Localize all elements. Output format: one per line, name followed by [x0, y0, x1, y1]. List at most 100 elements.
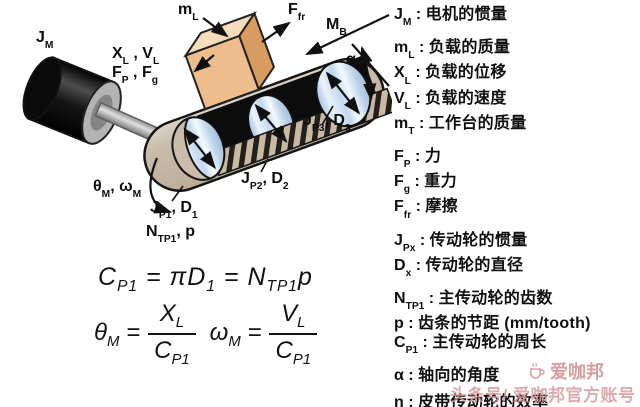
legend-colon: :	[415, 231, 430, 249]
legend-item: JPx : 传动轮的惯量	[394, 231, 640, 256]
legend-symbol: α	[394, 367, 404, 385]
diameter-arrow-d2	[254, 103, 288, 144]
formula-omega-fraction: VL CP1	[269, 300, 318, 369]
legend-symbol: FP	[394, 147, 411, 171]
legend-colon: :	[410, 89, 426, 107]
load-box	[183, 11, 276, 111]
legend-desc: 主传动轮的周长	[432, 334, 547, 352]
belt-assembly	[143, 11, 392, 192]
watermark-account: 头条号/ 爱咖邦官方账号	[450, 386, 636, 405]
legend-colon: :	[411, 256, 426, 274]
motor-back-cap	[22, 56, 62, 121]
legend-colon: :	[410, 173, 425, 191]
force-leader-arrow	[193, 54, 215, 73]
legend-symbol: p	[394, 315, 404, 333]
legend-symbol: JM	[394, 6, 412, 29]
legend-desc: 齿条的节距 (mm/tooth)	[418, 315, 591, 333]
formula-circumference: CP1 = πD1 = NTP1p	[98, 263, 313, 295]
formula-theta-fraction: XL CP1	[148, 300, 196, 369]
legend-item: JM : 电机的惯量	[394, 5, 640, 30]
ffr-arrow	[261, 21, 291, 43]
legend-item: η : 皮带传动轮的效率	[394, 393, 640, 407]
watermark-logo: 爱咖邦	[527, 358, 604, 384]
jp1-leader	[171, 185, 184, 202]
formula-omega-numerator: VL	[281, 300, 306, 331]
legend-item: CP1 : 主传动轮的周长	[394, 333, 640, 358]
legend-colon: :	[410, 64, 426, 82]
label-jp3-d3: JP3, D3	[303, 112, 351, 135]
annotation-arrows	[149, 14, 390, 214]
mb-arrow	[305, 14, 390, 55]
legend-desc: 重力	[424, 173, 457, 191]
label-jm: JM	[36, 29, 54, 52]
rotation-arrow	[149, 157, 173, 214]
legend-item: mT : 工作台的质量	[394, 114, 640, 139]
jp3-leader	[321, 105, 334, 126]
legend-desc: 电机的惯量	[425, 6, 508, 23]
legend-desc: 传动轮的惯量	[429, 231, 528, 249]
formula-omega-lhs: ωM =	[209, 318, 262, 350]
legend-colon: :	[414, 39, 429, 57]
legend-desc: 传动轮的直径	[425, 256, 524, 274]
legend-symbol: mL	[394, 39, 415, 62]
legend-colon: :	[403, 315, 418, 333]
legend-symbol: Ffr	[394, 198, 412, 221]
legend-colon: :	[411, 198, 426, 216]
legend-colon: :	[403, 367, 419, 385]
legend-desc: 摩擦	[425, 198, 459, 216]
legend-symbol: Dx	[394, 256, 412, 279]
legend-item: VL : 负载的速度	[394, 89, 640, 114]
label-mb: MB	[326, 16, 347, 39]
legend-item: p : 齿条的节距 (mm/tooth)	[394, 314, 640, 333]
legend-item: Ffr : 摩擦	[394, 197, 640, 222]
legend-symbol: η	[394, 394, 404, 407]
watermark-logo-text: 爱咖邦	[550, 362, 604, 382]
legend-symbol: Fg	[394, 173, 411, 196]
legend-item: NTP1 : 主传动轮的齿数	[394, 289, 640, 314]
label-jp1-d1: JP1, D1	[150, 199, 198, 222]
legend-desc: 负载的位移	[425, 64, 507, 82]
formula-theta-numerator: XL	[159, 300, 185, 331]
legend-colon: :	[403, 394, 418, 407]
legend-symbol: JPx	[394, 231, 416, 254]
legend-symbol: XL	[394, 64, 411, 87]
diameter-arrow-d1	[183, 127, 216, 170]
label-jp2-d2: JP2, D2	[241, 170, 289, 193]
formula-theta-lhs: θM =	[94, 318, 141, 350]
legend-symbol: NTP1	[394, 289, 425, 313]
legend-colon: :	[424, 289, 439, 307]
formula-theta: θM = XL CP1	[94, 300, 196, 369]
label-ffr: Ffr	[288, 1, 306, 24]
legend-item: α : 轴向的角度	[394, 366, 640, 385]
legend-desc: 主传动轮的齿数	[438, 289, 553, 307]
legend-item: Fg : 重力	[394, 172, 640, 197]
jp2-leader	[260, 158, 269, 173]
legend-desc: 轴向的角度	[418, 367, 500, 385]
legend-colon: :	[414, 114, 429, 132]
formula-theta-denominator: CP1	[148, 332, 196, 369]
conveyor-diagram	[22, 11, 392, 214]
formula-row: θM = XL CP1 ωM = VL CP1	[94, 300, 318, 369]
legend-colon: :	[410, 147, 425, 165]
formula-omega: ωM = VL CP1	[209, 300, 318, 369]
coffee-cup-icon	[530, 363, 545, 379]
legend-symbol: VL	[394, 89, 411, 112]
legend-item: Dx : 传动轮的直径	[394, 256, 640, 281]
ml-arrow	[202, 17, 229, 38]
legend-desc: 力	[424, 147, 442, 165]
legend-symbol: CP1	[394, 334, 419, 357]
legend-item: XL : 负载的位移	[394, 63, 640, 88]
legend-desc: 工作台的质量	[428, 114, 527, 132]
legend-colon: :	[418, 334, 433, 352]
legend-desc: 负载的质量	[428, 39, 511, 57]
label-fp-fg: FP , Fg	[112, 64, 158, 87]
legend-item: mL : 负载的质量	[394, 38, 640, 63]
legend-colon: :	[411, 6, 426, 23]
label-xl-vl: XL , VL	[112, 45, 160, 68]
alpha-angle-arrow	[359, 45, 377, 102]
formula-omega-denominator: CP1	[269, 332, 318, 369]
label-alpha: α	[346, 51, 356, 68]
legend-desc: 负载的速度	[425, 89, 507, 107]
